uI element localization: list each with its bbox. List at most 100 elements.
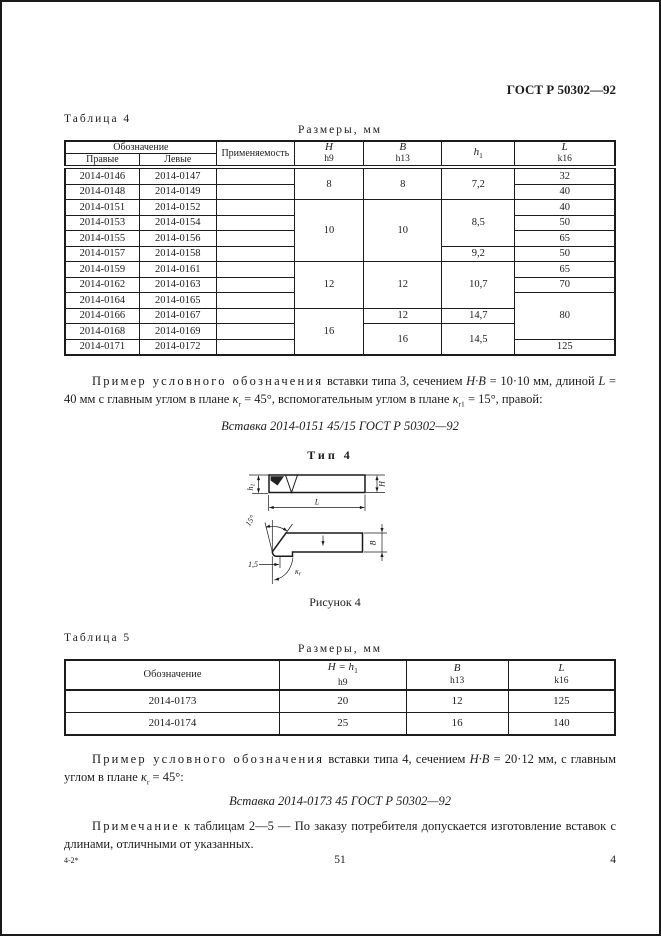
cell-H: 10 (293, 199, 365, 262)
cell-B: 16 (405, 711, 509, 736)
angle-label-kappa-symbol: κ (295, 567, 299, 576)
dimension-label-B: B (369, 540, 378, 545)
cell-L: 40 (514, 183, 616, 200)
insert-tip-shade (270, 475, 284, 485)
col-L-tolerance: k16 (554, 676, 569, 687)
cell-H: 12 (293, 261, 365, 309)
cell-left: 2014-0172 (138, 338, 217, 356)
dimension-label-1-5: 1,5 (248, 560, 258, 569)
table-row: 2014-0148 2014-0149 40 (64, 183, 616, 200)
cell-applicability (215, 261, 295, 278)
table-row: 2014-0166 2014-0167 16 12 14,7 (64, 307, 615, 356)
cell-left: 2014-0156 (138, 230, 217, 247)
cell-h1: 14,5 (441, 323, 516, 356)
cell-right: 2014-0162 (64, 276, 140, 293)
table-row: 2014-0146 2014-0147 8 8 7,2 32 (64, 165, 616, 200)
cell-applicability (215, 199, 295, 216)
cell-L: 50 (514, 214, 616, 231)
formula-kappa: κ (232, 392, 239, 406)
col-applicability: Применяемость (215, 140, 295, 168)
note-paragraph: Примечание к таблицам 2—5 — По заказу по… (64, 817, 616, 853)
table-row: 2014-0159 2014-0161 12 12 10,7 65 (64, 261, 616, 309)
cell-h1: 7,2 (441, 165, 516, 200)
cell-h1: 9,2 (441, 245, 516, 262)
table-row: 2014-0168 2014-0169 16 14,5 (64, 323, 615, 356)
cell-applicability (215, 245, 295, 262)
angle-label-kappa: κr (295, 567, 302, 578)
col-B-symbol: B (399, 141, 407, 153)
table-row: 2014-0174 25 16 140 (64, 711, 616, 736)
cell-h1: 8,5 (441, 199, 516, 247)
cell-right: 2014-0157 (64, 245, 140, 262)
cell-B: 8 (363, 165, 443, 200)
cell-left: 2014-0161 (138, 261, 217, 278)
dimension-label-h1: h1 (246, 483, 257, 490)
col-H-tolerance: h9 (324, 154, 334, 164)
cell-H: 16 (293, 307, 365, 356)
example-paragraph-type4: Пример условного обозначения вставки тип… (64, 750, 616, 792)
col-h1-subscript: 1 (479, 150, 483, 160)
cell-left: 2014-0165 (138, 292, 217, 309)
cell-right: 2014-0159 (64, 261, 140, 278)
example-lead: Пример условного обозначения (92, 374, 324, 388)
cell-right: 2014-0153 (64, 214, 140, 231)
cell-applicability (215, 165, 295, 185)
dimension-label-h1-subscript: 1 (251, 483, 257, 486)
cell-L: 80 (514, 292, 616, 340)
formula-kappa: κ (140, 769, 147, 784)
figure-caption: Рисунок 4 (309, 594, 361, 609)
col-Hh1-symbol: H = h (327, 660, 355, 673)
formula-kappa1: κ (452, 392, 459, 406)
dimension-label-h1-symbol: h (246, 486, 255, 490)
cell-right: 2014-0151 (64, 199, 140, 216)
col-designation: Обозначение (64, 658, 280, 691)
cell-B: 12 (405, 689, 509, 713)
cell-applicability (215, 307, 295, 324)
table-row: 2014-0171 2014-0172 125 (64, 338, 616, 356)
cell-right: 2014-0168 (64, 323, 140, 340)
formula-HB: H·B (469, 751, 490, 766)
type4-technical-drawing: h1 H L 15° 1,5 κr B (244, 473, 387, 584)
table-row: 2014-0153 2014-0154 50 (64, 214, 616, 231)
col-L-tolerance: k16 (557, 154, 572, 164)
col-left: Левые (138, 153, 217, 168)
example-text: = 45°: (149, 769, 184, 784)
cell-applicability (215, 230, 295, 247)
cell-H: 20 (279, 689, 407, 713)
dimension-label-L: L (314, 497, 320, 506)
example-text: = 20·12 мм, с главным углом в плане (64, 751, 616, 784)
cell-applicability (215, 338, 295, 356)
example-text: = 15°, правой: (464, 392, 543, 406)
plan-view (259, 519, 387, 584)
dimension-label-H: H (378, 479, 387, 487)
col-L-symbol: L (558, 662, 565, 675)
page-footer: 4-2* 51 4 (64, 854, 616, 866)
cell-applicability (215, 323, 295, 340)
cell-L: 40 (514, 199, 616, 216)
cell-applicability (215, 183, 295, 200)
cell-left: 2014-0149 (138, 183, 217, 200)
formula-kappa1-subscript: r1 (458, 399, 465, 409)
table4-units: Размеры, мм (297, 124, 383, 136)
example-text: вставки типа 4, сечением (324, 751, 470, 766)
cell-L: 32 (514, 165, 616, 185)
col-H-symbol: H (325, 141, 333, 153)
cell-right: 2014-0146 (64, 165, 140, 185)
cell-applicability (215, 214, 295, 231)
cell-L: 50 (514, 245, 616, 262)
example-text: = 40 мм с главным углом в плане (64, 374, 616, 406)
formula-kappa-subscript: r (238, 399, 241, 409)
table-row: 2014-0151 2014-0152 10 10 8,5 40 (64, 199, 616, 262)
cell-left: 2014-0163 (138, 276, 217, 293)
table-row: 2014-0173 20 12 125 (64, 689, 616, 713)
note-text: к таблицам 2—5 — По заказу потребителя д… (64, 819, 616, 852)
cell-B: 16 (363, 323, 443, 356)
cell-L: 140 (507, 711, 616, 736)
